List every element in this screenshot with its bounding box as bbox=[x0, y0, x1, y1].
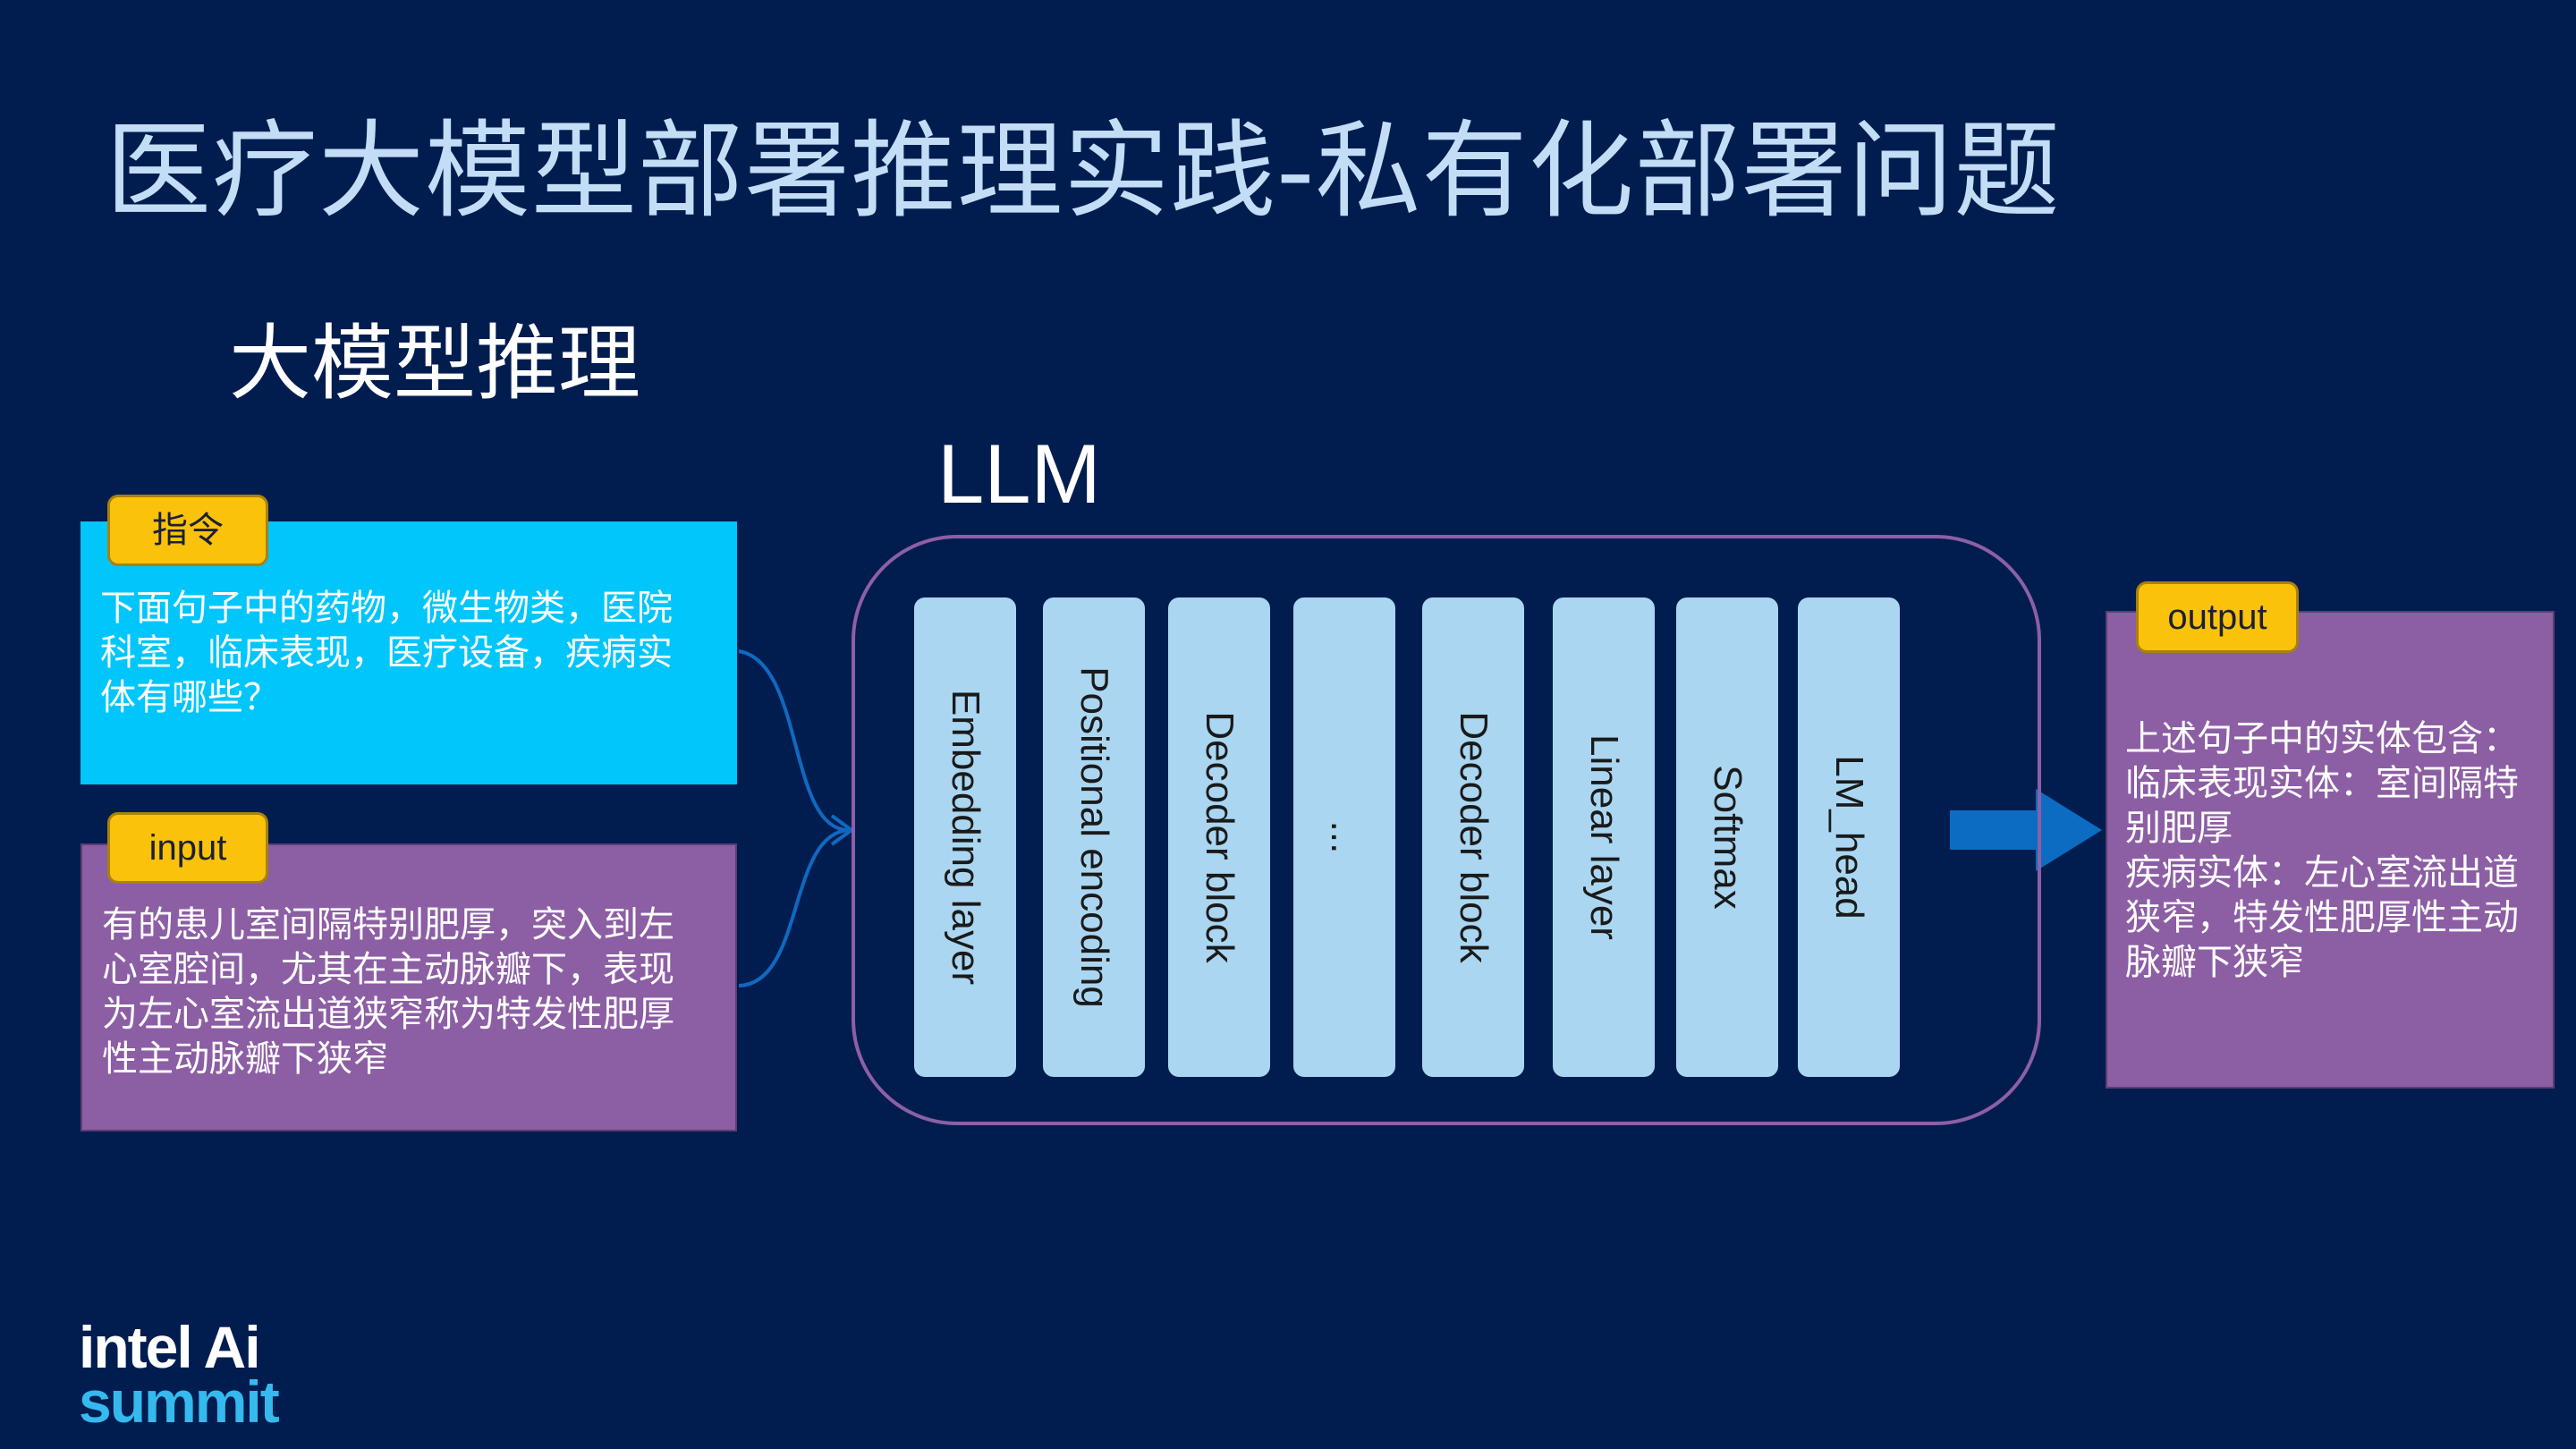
layer-label: Embedding layer bbox=[944, 689, 987, 986]
llm-layer-ellipsis: ... bbox=[1293, 597, 1395, 1077]
layer-label: Positional encoding bbox=[1072, 666, 1116, 1008]
instruction-connector bbox=[738, 649, 851, 833]
llm-layer-lm-head: LM_head bbox=[1798, 597, 1900, 1077]
llm-layer-decoder-block-1: Decoder block bbox=[1168, 597, 1270, 1077]
llm-layer-embedding: Embedding layer bbox=[914, 597, 1016, 1077]
input-text: 有的患儿室间隔特别肥厚，突入到左心室腔间，尤其在主动脉瓣下，表现为左心室流出道狭… bbox=[102, 904, 674, 1080]
logo-line-2: summit bbox=[79, 1368, 280, 1435]
instruction-tag: 指令 bbox=[107, 495, 268, 566]
input-tag: input bbox=[107, 812, 268, 884]
slide-title: 医疗大模型部署推理实践-私有化部署问题 bbox=[106, 109, 2061, 233]
layer-label: Linear layer bbox=[1582, 734, 1626, 940]
llm-layer-decoder-block-2: Decoder block bbox=[1422, 597, 1524, 1077]
output-line: 上述句子中的实体包含： bbox=[2125, 718, 2519, 759]
logo-line-1: intel Ai bbox=[79, 1314, 261, 1380]
output-box: 上述句子中的实体包含： 临床表现实体：室间隔特别肥厚 疾病实体：左心室流出道狭窄… bbox=[2106, 611, 2555, 1089]
output-line: 临床表现实体：室间隔特别肥厚 bbox=[2125, 763, 2519, 849]
llm-label: LLM bbox=[937, 427, 1101, 521]
intel-ai-summit-logo: intel Ai summit bbox=[79, 1314, 280, 1435]
llm-container bbox=[852, 535, 2041, 1125]
input-connector bbox=[738, 828, 851, 987]
instruction-text: 下面句子中的药物，微生物类，医院科室，临床表现，医疗设备，疾病实体有哪些？ bbox=[100, 588, 673, 718]
output-tag: output bbox=[2136, 581, 2299, 653]
section-subtitle: 大模型推理 bbox=[229, 316, 641, 411]
output-line: 疾病实体：左心室流出道狭窄，特发性肥厚性主动脉瓣下狭窄 bbox=[2125, 852, 2519, 983]
layer-label: Decoder block bbox=[1198, 711, 1241, 963]
layer-label: ... bbox=[1323, 820, 1367, 854]
llm-layer-linear: Linear layer bbox=[1553, 597, 1655, 1077]
layer-label: Decoder block bbox=[1452, 711, 1496, 963]
input-box: 有的患儿室间隔特别肥厚，突入到左心室腔间，尤其在主动脉瓣下，表现为左心室流出道狭… bbox=[80, 843, 737, 1131]
layer-label: Softmax bbox=[1706, 765, 1750, 910]
output-arrow-icon bbox=[1950, 789, 2102, 871]
llm-layer-positional-encoding: Positional encoding bbox=[1043, 597, 1145, 1077]
layer-label: LM_head bbox=[1827, 755, 1871, 919]
llm-layer-softmax: Softmax bbox=[1676, 597, 1778, 1077]
